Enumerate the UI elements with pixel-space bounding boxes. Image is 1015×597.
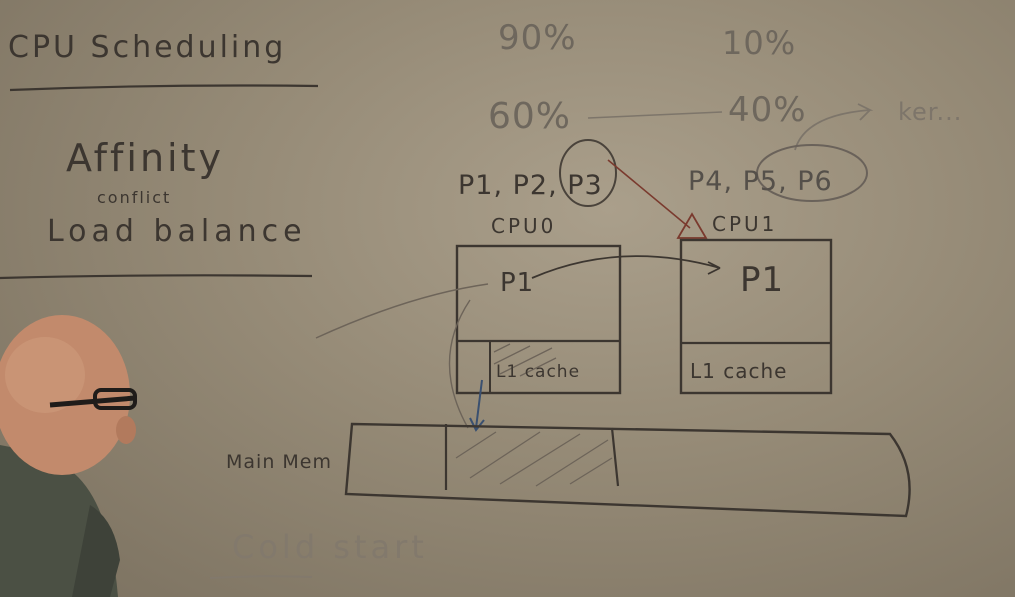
cpu1-label: CPU1 <box>712 212 778 236</box>
cpu0-cache-hatch <box>493 343 557 377</box>
main-memory-label: Main Mem <box>226 451 332 473</box>
migration-triangle <box>676 212 708 239</box>
p3-circle <box>559 139 617 207</box>
percent-60: 60% <box>488 96 572 137</box>
p1-migration-arc <box>531 255 721 279</box>
cpu1-running-process: P1 <box>740 260 785 300</box>
main-memory-box <box>344 422 911 518</box>
topics-underline <box>0 274 313 280</box>
board-title: CPU Scheduling <box>8 30 287 65</box>
cache-to-memory-arrow <box>469 379 485 432</box>
cold-start-note: Cold start <box>232 528 428 566</box>
percentage-arrow <box>587 111 723 119</box>
lecturer <box>0 315 137 597</box>
percent-10: 10% <box>722 24 797 62</box>
cpu1-process-list: P4, P5, P6 <box>688 166 833 197</box>
affinity-label: Affinity <box>66 136 224 180</box>
memory-hatch <box>455 431 613 487</box>
p5-p6-circle <box>756 144 868 202</box>
cpu1-box <box>679 238 833 395</box>
cpu0-label: CPU0 <box>491 214 557 238</box>
kernel-note: ker... <box>898 98 963 126</box>
cpu-to-memory-curve <box>448 299 471 429</box>
cpu0-cache-label: L1 cache <box>496 362 581 382</box>
conflict-label: conflict <box>97 188 172 207</box>
title-underline <box>9 84 319 92</box>
cold-start-underline <box>209 575 313 579</box>
percent-40: 40% <box>728 90 807 130</box>
kernel-arrow <box>794 103 874 151</box>
percent-90: 90% <box>498 18 577 58</box>
cpu1-cache-label: L1 cache <box>690 359 788 383</box>
migration-line <box>607 159 691 229</box>
cpu0-running-process: P1 <box>500 268 535 298</box>
cpu0-box <box>455 244 622 395</box>
load-balance-label: Load balance <box>47 214 307 249</box>
cpu0-process-list: P1, P2, P3 <box>458 170 603 201</box>
p1-incoming-arrow <box>315 283 489 339</box>
